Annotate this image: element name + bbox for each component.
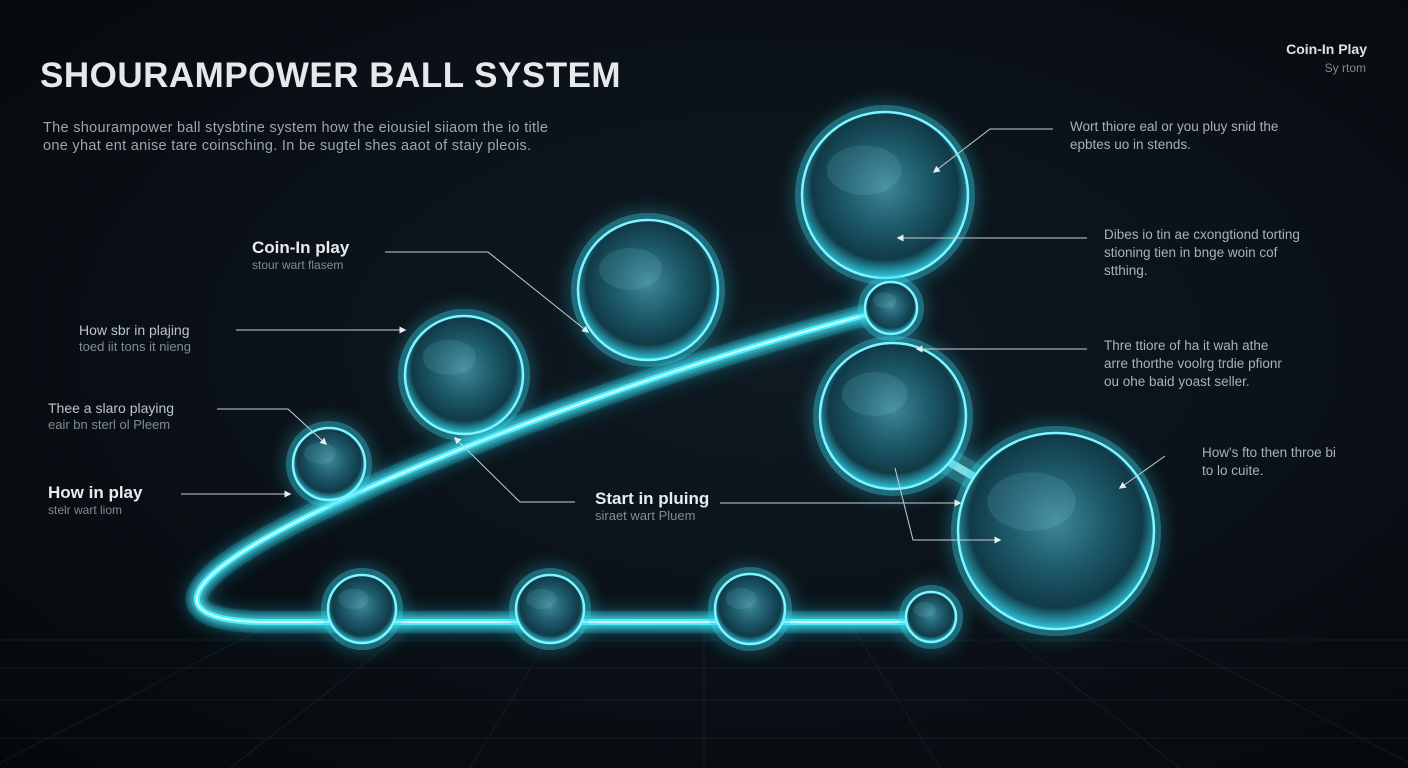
label-main: How in play <box>48 483 143 502</box>
intro-line-2: one yhat ent anise tare coinsching. In b… <box>43 138 532 154</box>
leader-note-4 <box>1118 455 1166 489</box>
sphere-10 <box>708 567 792 651</box>
label-how-sbr: How sbr in plajing toed iit tons it nien… <box>79 321 191 355</box>
sphere-9 <box>509 568 591 650</box>
leader-coin-in-play <box>385 251 590 333</box>
leader-lines <box>181 128 1166 544</box>
label-sub: stour wart flasem <box>252 258 344 272</box>
label-coin-in-play: Coin-In play stour wart flasem <box>252 239 349 273</box>
label-how-in-play: How in play stelr wart liom <box>48 484 142 518</box>
label-sub: siraet wart Pluem <box>595 508 696 523</box>
leader-note-3b <box>894 467 1002 544</box>
note-1: Wort thiore eal or you pluy snid the epb… <box>1070 119 1279 152</box>
corner-subtitle: Sy rtom <box>1324 61 1366 75</box>
label-sub: stelr wart liom <box>48 503 123 517</box>
sphere-11 <box>899 585 963 649</box>
sphere-1 <box>795 105 975 285</box>
intro-text: The shourampower ball stysbtine system h… <box>43 119 548 155</box>
note-4: How's fto then throe bi to lo cuite. <box>1202 445 1336 478</box>
sphere-8 <box>321 568 403 650</box>
note-3: Thre ttiore of ha it wah athe arre thort… <box>1104 338 1282 389</box>
label-sub: eair bn sterl ol Pleem <box>48 417 171 432</box>
page-title: SHOURAMPOWER BALL SYSTEM <box>40 56 622 95</box>
label-main: Coin-In play <box>252 238 350 257</box>
label-start-in-pluing: Start in pluing siraet wart Pluem <box>595 490 709 524</box>
intro-line-1: The shourampower ball stysbtine system h… <box>43 120 549 136</box>
sphere-7 <box>951 426 1161 636</box>
floor-grid <box>0 619 1408 768</box>
sphere-2 <box>571 213 725 367</box>
label-sub: toed iit tons it nieng <box>79 339 192 354</box>
sphere-3 <box>398 309 530 441</box>
corner-title: Coin-In Play <box>1286 41 1367 57</box>
leader-thee-a-slaro <box>217 408 328 445</box>
sphere-6 <box>813 336 973 496</box>
leader-note-1 <box>932 128 1053 173</box>
label-thee-a-slaro: Thee a slaro playing eair bn sterl ol Pl… <box>48 399 174 433</box>
sphere-5 <box>858 275 924 341</box>
label-main: How sbr in plajing <box>79 322 190 338</box>
note-2: Dibes io tin ae cxongtiond torting stion… <box>1104 227 1300 278</box>
leader-start-in-pluing <box>454 437 575 503</box>
sphere-4 <box>286 421 372 507</box>
label-main: Start in pluing <box>595 489 710 508</box>
balls-layer <box>286 105 1161 651</box>
label-main: Thee a slaro playing <box>48 400 175 416</box>
